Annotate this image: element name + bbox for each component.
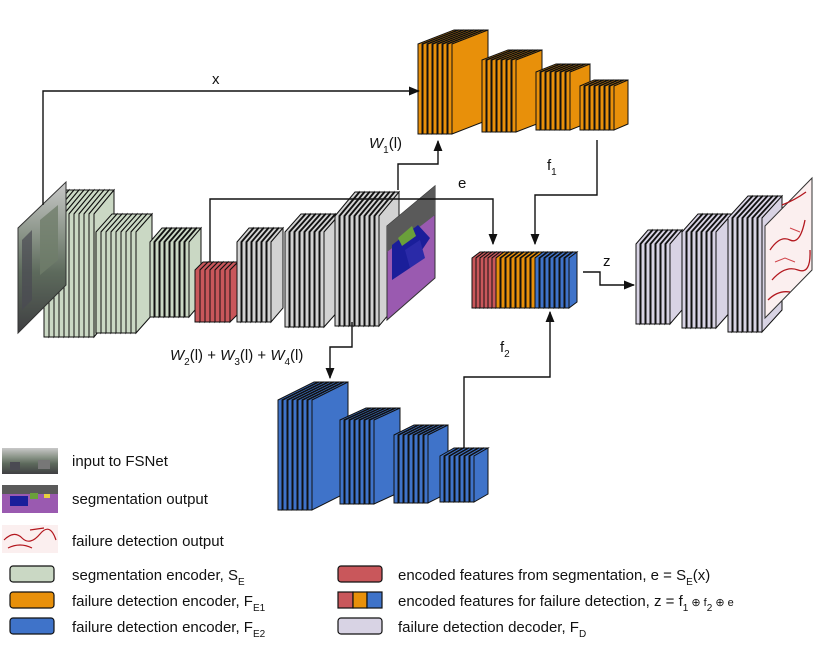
swatch-decoder [337,617,383,635]
fusion-blue-part-slab-side [568,251,578,309]
seg-decoder-stack-1 [236,226,285,324]
legend-encoded-seg-text: encoded features from segmentation, e = … [398,567,710,588]
fail-encoder1-stack-4 [579,79,629,131]
swatch-fail-encoder1 [9,591,55,609]
layer-stacks [43,29,784,511]
seg-encoder-stack-2 [95,212,154,335]
seg-decoder-stack-2 [284,212,342,329]
f1-path-arrow [530,140,598,246]
x-label: x [212,71,220,88]
decoder-stack-2 [681,212,734,330]
e-label: e [458,175,466,192]
legend-input-text: input to FSNet [72,453,169,470]
fail-encoder1-stack-4-slab-side [613,79,629,131]
legend: input to FSNet segmentation output failu… [2,448,734,640]
legend-fail-encoder1-text: failure detection encoder, FE1 [72,593,266,614]
swatch-encoded-fail [337,591,383,609]
w234-label: W2(l) + W3(l) + W4(l) [170,347,303,368]
fail-encoder2-stack-1 [277,381,349,511]
w1-path-arrow [397,139,443,190]
fail-encoder1-stack-2 [481,49,543,133]
legend-fail-encoder2-text: failure detection encoder, FE2 [72,619,266,640]
failure-heatmap-icon [2,525,58,553]
f1-label: f1 [547,157,557,178]
e-path-arrow [209,198,498,262]
encoded-seg-stack [194,260,240,324]
f2-path-arrow [463,310,555,448]
fusion-blue-part [534,251,579,309]
z-path-arrow [583,271,636,290]
decoder-stack-1 [635,228,684,326]
fail-encoder1-stack-1 [417,29,489,135]
failure-output-image [764,176,813,320]
seg-decoder-stack-1-slab-side [270,226,284,324]
segmentation-output-image [386,184,436,322]
input-image [17,180,67,335]
x-path-arrow [42,86,421,205]
legend-encoded-fail-text: encoded features for failure detection, … [398,593,734,614]
swatch-fail-encoder2 [9,617,55,635]
f2-label: f2 [500,339,510,360]
swatch-encoded-seg [337,565,383,583]
z-label: z [603,253,611,270]
fail-encoder2-stack-4-slab-side [473,447,489,503]
w1-label: W1(l) [369,135,402,156]
swatch-seg-encoder [9,565,55,583]
street-image-icon [2,448,58,474]
decoder-stack-1-slab-side [669,228,683,326]
legend-seg-encoder-text: segmentation encoder, SE [72,567,245,588]
fail-encoder2-stack-2 [339,407,401,505]
fail-encoder2-stack-3 [393,424,449,504]
w234-path-arrow [325,322,353,380]
fail-encoder2-stack-4 [439,447,490,503]
segmentation-map-icon [2,485,58,513]
decoder-stack-3 [727,194,784,334]
legend-segmentation-text: segmentation output [72,491,209,508]
legend-failure-text: failure detection output [72,533,225,550]
seg-encoder-stack-3 [149,226,203,319]
legend-decoder-text: failure detection decoder, FD [398,619,586,640]
